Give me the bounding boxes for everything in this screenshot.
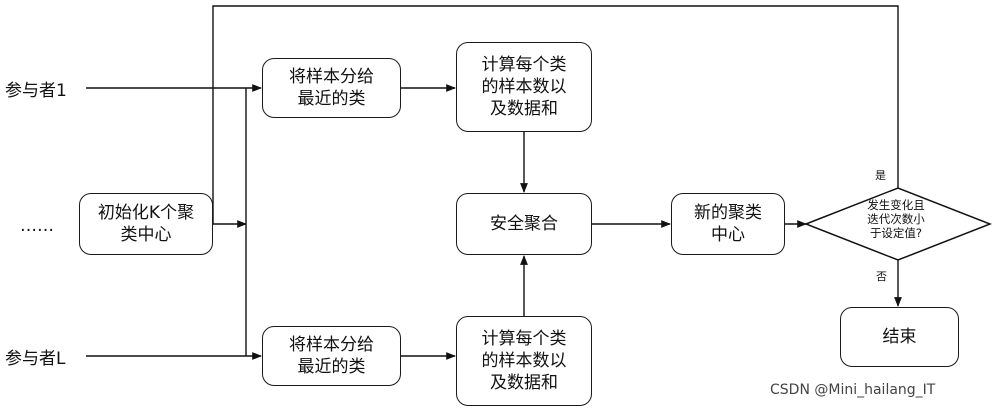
decision-text: 发生变化且 迭代次数小 于设定值?: [867, 198, 925, 240]
secure-aggregation-node: 安全聚合: [456, 193, 592, 255]
participant-l-label: 参与者L: [5, 349, 66, 369]
assign-top-text: 将样本分给 最近的类: [289, 67, 374, 109]
new-centers-text: 新的聚类 中心: [694, 203, 762, 245]
new-centers-node: 新的聚类 中心: [671, 193, 785, 255]
end-node: 结束: [840, 307, 959, 367]
compute-bottom-text: 计算每个类 的样本数以 及数据和: [481, 329, 567, 393]
assign-top-node: 将样本分给 最近的类: [262, 58, 401, 118]
end-text: 结束: [882, 327, 917, 347]
no-label: 否: [876, 270, 887, 283]
decision-diamond: [803, 187, 992, 261]
loop-yes-line: [212, 5, 899, 224]
init-centers-text: 初始化K个聚 类中心: [97, 203, 195, 245]
compute-top-text: 计算每个类 的样本数以 及数据和: [481, 55, 567, 119]
yes-label: 是: [875, 169, 886, 182]
compute-bottom-node: 计算每个类 的样本数以 及数据和: [456, 316, 592, 406]
participant-1-label: 参与者1: [5, 81, 67, 101]
assign-bottom-text: 将样本分给 最近的类: [289, 335, 374, 377]
watermark-text: CSDN @Mini_hailang_IT: [770, 382, 936, 398]
secure-aggregation-text: 安全聚合: [490, 214, 558, 234]
assign-bottom-node: 将样本分给 最近的类: [262, 326, 401, 386]
init-centers-node: 初始化K个聚 类中心: [79, 193, 213, 255]
compute-top-node: 计算每个类 的样本数以 及数据和: [456, 42, 592, 132]
ellipsis-label: ……: [20, 216, 54, 236]
